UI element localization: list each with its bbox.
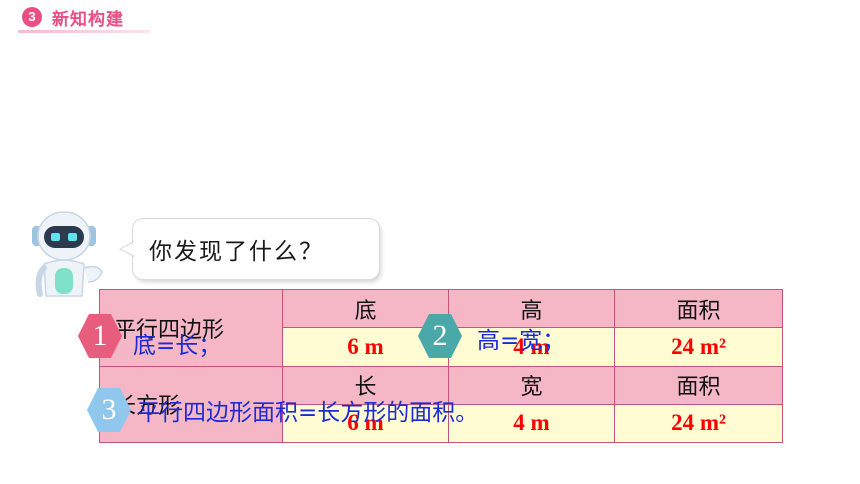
finding-number-1-hexagon: 1 bbox=[78, 314, 122, 358]
finding-3-text: 平行四边形面积=长方形的面积。 bbox=[137, 400, 479, 426]
finding-number-2-hexagon: 2 bbox=[418, 314, 462, 358]
finding-2-text: 高=宽； bbox=[477, 328, 566, 354]
value-cell: 6 m bbox=[282, 327, 449, 367]
table-row: 6 m 4 m 24 m² bbox=[100, 403, 783, 444]
finding-1-text: 底=长； bbox=[133, 333, 222, 359]
title-underline bbox=[18, 30, 150, 33]
shape-name-parallelogram: 平行四边形 bbox=[99, 289, 283, 367]
section-title: 新知构建 bbox=[52, 10, 124, 30]
header-cell: 高 bbox=[448, 288, 615, 329]
value-cell: 24 m² bbox=[614, 403, 783, 444]
section-number-badge: 3 bbox=[22, 7, 42, 27]
header-cell: 面积 bbox=[614, 288, 783, 329]
table-row: 平行四边形 底 高 面积 bbox=[99, 288, 783, 367]
finding-number-3-hexagon: 3 bbox=[87, 388, 131, 432]
header-cell: 宽 bbox=[448, 365, 615, 405]
comparison-table: 平行四边形 底 高 面积 6 m 4 m 24 m² 长方形 长 宽 面积 6 … bbox=[99, 288, 783, 444]
value-cell: 4 m bbox=[448, 327, 615, 367]
value-cell: 6 m bbox=[282, 403, 449, 444]
header-cell: 底 bbox=[282, 288, 449, 329]
header-cell: 面积 bbox=[614, 365, 783, 405]
value-cell: 24 m² bbox=[614, 327, 783, 367]
robot-mascot-icon bbox=[32, 211, 103, 297]
table-row: 6 m 4 m 24 m² bbox=[100, 327, 783, 367]
value-cell: 4 m bbox=[448, 403, 615, 444]
header-cell: 长 bbox=[282, 365, 449, 405]
speech-bubble: 你发现了什么？ bbox=[119, 219, 379, 279]
speech-bubble-text: 你发现了什么？ bbox=[149, 239, 324, 265]
